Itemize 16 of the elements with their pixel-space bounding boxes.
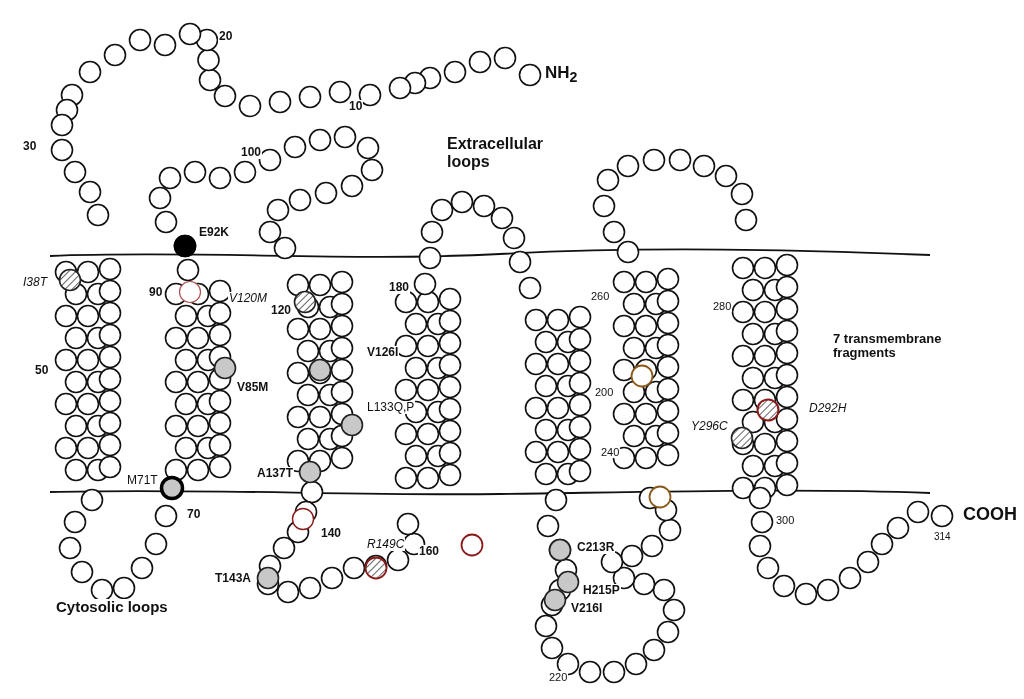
residue-number: 220 — [548, 671, 569, 684]
residue-number: 300 — [775, 514, 796, 527]
region-label: Extracellular loops — [447, 135, 545, 171]
residue-number: 20 — [218, 30, 234, 44]
residue-number: 314 — [933, 531, 952, 542]
mutation-label: L133Q,P — [366, 401, 416, 415]
residue-number: 240 — [600, 446, 621, 459]
region-label: 7 transmembrane fragments — [833, 332, 943, 361]
mutation-label: C213R — [576, 541, 616, 555]
mutation-label: R149C — [366, 538, 406, 552]
residue-number: 100 — [240, 146, 263, 160]
region-label: Cytosolic loops — [55, 599, 169, 616]
residue-number: 280 — [712, 300, 733, 313]
residue-number: 200 — [594, 386, 615, 399]
residue-number: 260 — [590, 290, 611, 303]
residue-number: 180 — [388, 281, 411, 295]
